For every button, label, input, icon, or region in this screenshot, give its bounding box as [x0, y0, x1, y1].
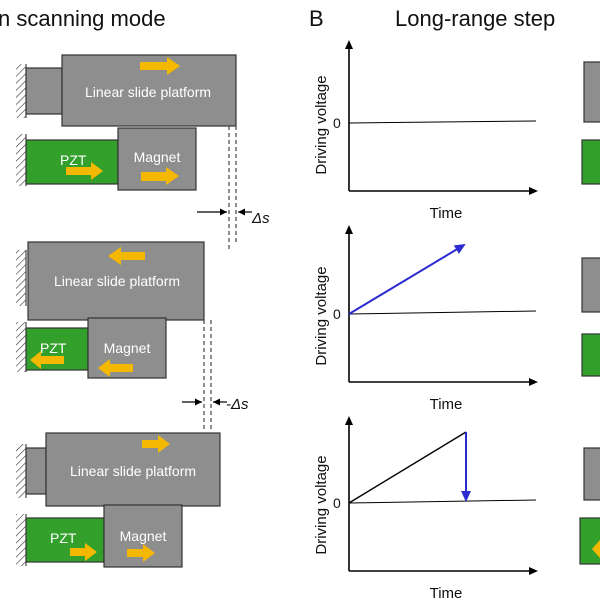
arrow-right-icon: [70, 543, 97, 561]
wall-hatch: [16, 514, 26, 566]
magnet-label: Magnet: [104, 340, 151, 356]
mount-block: [25, 447, 47, 495]
pzt-label: PZT: [40, 340, 67, 356]
right-edge-cutoff-fragments: [579, 61, 600, 565]
panel-letter-b: B: [309, 6, 324, 31]
voltage-plot-2: 0 Driving voltage Time: [313, 225, 538, 413]
platform-label: Linear slide platform: [85, 84, 211, 100]
wall-hatch: [16, 134, 26, 186]
wall-hatch: [16, 250, 26, 306]
zero-voltage-line: [348, 499, 537, 504]
stage-1: Linear slide platform PZT Magnet: [16, 54, 237, 191]
left-heading: n scanning mode: [0, 6, 166, 31]
voltage-plot-3: 0 Driving voltage Time: [313, 416, 538, 600]
voltage-plot-1: 0 Driving voltage Time: [313, 40, 538, 222]
x-axis-label: Time: [430, 396, 463, 413]
platform-label: Linear slide platform: [70, 463, 196, 479]
arrow-left-icon: [108, 247, 145, 265]
zero-voltage-line: [348, 310, 537, 315]
linear-slide-platform: [45, 432, 221, 507]
pzt-label: PZT: [60, 152, 87, 168]
zero-tick-label: 0: [333, 115, 341, 131]
platform-label: Linear slide platform: [54, 273, 180, 289]
arrow-right-icon: [127, 544, 155, 562]
arrow-right-icon: [66, 162, 103, 180]
y-axis-label: Driving voltage: [313, 266, 330, 365]
zero-voltage-line: [348, 120, 537, 124]
stage-3: Linear slide platform PZT Magnet: [16, 432, 221, 568]
y-axis-label: Driving voltage: [313, 75, 330, 174]
zero-tick-label: 0: [333, 495, 341, 511]
wall-hatch: [16, 64, 26, 118]
x-axis-label: Time: [430, 585, 463, 600]
minus-delta-s-label: -Δs: [226, 396, 249, 413]
stage-2: Linear slide platform PZT Magnet: [16, 241, 205, 379]
y-axis-label: Driving voltage: [313, 455, 330, 554]
wall-hatch: [16, 444, 26, 498]
pzt-label: PZT: [50, 530, 77, 546]
mount-block: [25, 67, 63, 115]
arrow-right-icon: [142, 435, 170, 453]
zero-tick-label: 0: [333, 306, 341, 322]
magnet-label: Magnet: [120, 528, 167, 544]
arrow-right-icon: [141, 167, 179, 185]
arrow-left-icon: [30, 351, 64, 369]
x-axis-label: Time: [430, 205, 463, 222]
voltage-ramp: [348, 431, 467, 504]
wall-hatch: [16, 322, 26, 372]
voltage-ramp-up: [348, 243, 466, 315]
arrow-left-icon: [98, 359, 133, 377]
right-heading: Long-range step: [395, 6, 555, 31]
arrow-right-icon: [140, 57, 180, 75]
magnet-label: Magnet: [134, 149, 181, 165]
pzt-block: [25, 139, 119, 185]
delta-s-label: Δs: [251, 210, 270, 227]
